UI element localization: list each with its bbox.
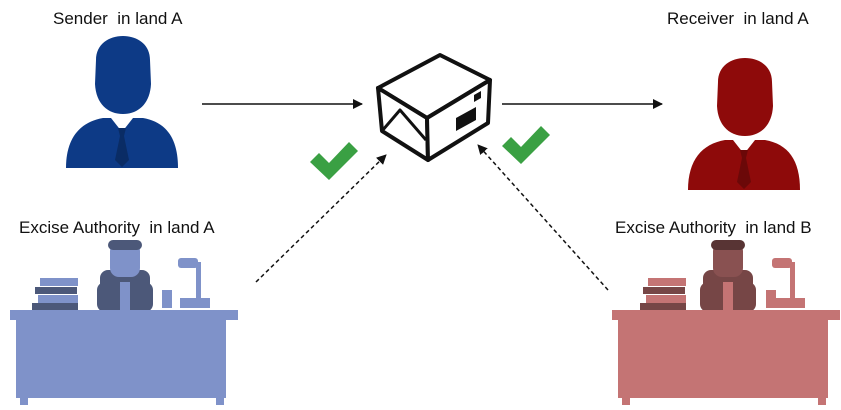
sender-label: Sender in land A [53,9,183,28]
checkmark-icon-right [502,126,550,164]
officer-at-desk-icon-a [10,240,238,405]
sender-person-icon [66,36,178,168]
receiver-label: Receiver in land A [667,9,809,28]
dashed-arrow-authority-a-to-package [255,154,387,283]
officer-at-desk-icon-b [612,240,840,405]
dashed-arrow-authority-b-to-package [477,144,609,291]
checkmark-icon-left [310,142,358,180]
excise-authority-a-label: Excise Authority in land A [19,218,215,237]
receiver-person-icon [688,58,800,190]
excise-authority-b-label: Excise Authority in land B [615,218,812,237]
package-box-icon [376,53,492,162]
